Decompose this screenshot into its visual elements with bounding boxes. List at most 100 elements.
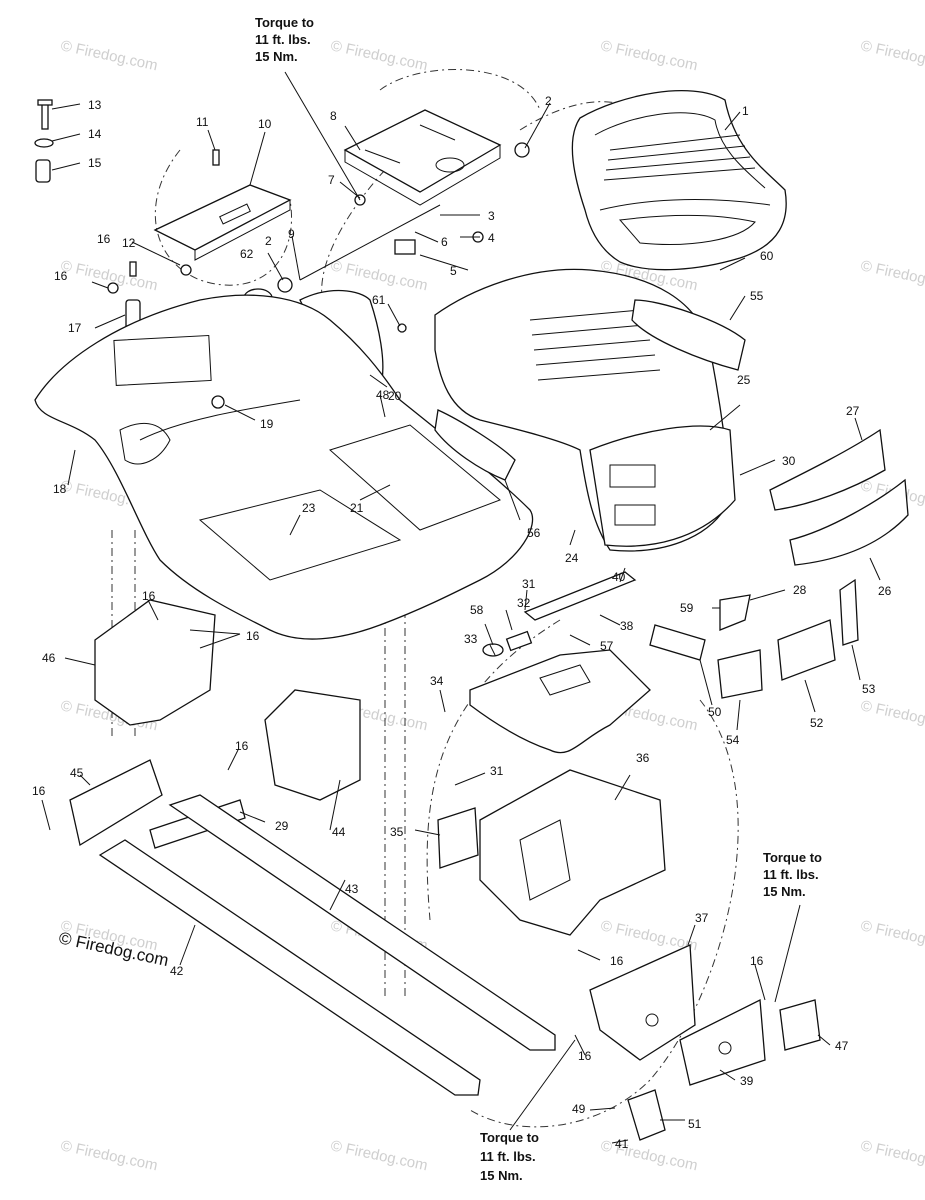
callout-label: 34 (430, 674, 444, 688)
callout-label: 5 (450, 264, 457, 278)
callout-label: 31 (522, 577, 536, 591)
callout-label: 26 (878, 584, 892, 598)
callout-label: 61 (372, 293, 386, 307)
callout-label: 12 (122, 236, 136, 250)
callout-label: 52 (810, 716, 824, 730)
callout-label: 13 (88, 98, 102, 112)
callout-label: 10 (258, 117, 272, 131)
callout-label: 24 (565, 551, 579, 565)
callout-label: 55 (750, 289, 764, 303)
bracket-part-38 (589, 944, 696, 1061)
callout-label: 60 (760, 249, 774, 263)
callout-label: 33 (464, 632, 478, 646)
torque-note-line: Torque to (480, 1130, 539, 1145)
callout-label: 16 (750, 954, 764, 968)
callout-label: 16 (235, 739, 249, 753)
callout-label: 11 (196, 115, 209, 129)
seat-plate-part-8 (343, 109, 502, 206)
callout-label: 20 (388, 389, 402, 403)
torque-note-top: Torque to 11 ft. lbs. 15 Nm. (255, 15, 314, 64)
watermark-text: © Firedog.com (59, 1137, 159, 1174)
hood-part-26 (434, 268, 736, 552)
watermark-text: © Firedog.com (859, 257, 925, 294)
bar-part-39 (523, 571, 637, 621)
callout-label: 58 (470, 603, 484, 617)
callout-label: 50 (708, 705, 722, 719)
callout-label: 17 (68, 321, 82, 335)
callout-label: 36 (636, 751, 650, 765)
frame-rail-part-44 (168, 794, 556, 1051)
callout-label: 16 (246, 629, 260, 643)
callout-label: 30 (782, 454, 796, 468)
watermark-text: © Firedog.com (859, 1137, 925, 1174)
callout-label: 35 (390, 825, 404, 839)
watermark-text: © Firedog.com (859, 37, 925, 74)
torque-note-right: Torque to 11 ft. lbs. 15 Nm. (763, 850, 822, 899)
torque-note-line: 11 ft. lbs. (763, 867, 819, 882)
callout-label: 16 (97, 232, 111, 246)
seat-bracket-part-10 (153, 184, 292, 261)
callout-label: 59 (680, 601, 694, 615)
torque-note-line: 11 ft. lbs. (255, 32, 311, 47)
callout-label: 38 (620, 619, 634, 633)
watermark-text: © Firedog.com (859, 917, 925, 954)
bin-part-45 (264, 689, 361, 801)
cover-part-52 (627, 1089, 666, 1141)
callout-label: 53 (862, 682, 876, 696)
callout-label: 21 (350, 501, 364, 515)
callout-label: 40 (612, 570, 626, 584)
callout-label: 31 (490, 764, 504, 778)
watermark-text: © Firedog.com (329, 1137, 429, 1174)
lens-part-56 (631, 299, 746, 371)
watermark-text: © Firedog.com (329, 257, 429, 294)
callout-label: 25 (737, 373, 751, 387)
callout-label: 16 (32, 784, 46, 798)
watermark-text: © Firedog.com (859, 697, 925, 734)
callout-label: 49 (572, 1102, 586, 1116)
callout-label: 29 (275, 819, 289, 833)
callout-label: 27 (846, 404, 860, 418)
callout-label: 39 (740, 1074, 754, 1088)
headlight-part-28 (769, 428, 886, 511)
callout-label: 23 (302, 501, 316, 515)
callout-label: 57 (600, 639, 614, 653)
callout-label: 37 (695, 911, 709, 925)
callout-label: 16 (54, 269, 68, 283)
torque-note-bottom: Torque to 11 ft. lbs. 15 Nm. (480, 1130, 539, 1183)
seat-part-1 (571, 90, 787, 271)
callout-label: 16 (142, 589, 156, 603)
bracket-part-29 (649, 594, 751, 661)
callout-label: 8 (330, 109, 337, 123)
callout-label: 19 (260, 417, 274, 431)
body-pan-part-19 (34, 294, 534, 640)
leader-lines (41, 71, 881, 1144)
callout-label: 43 (345, 882, 359, 896)
callout-label: 56 (527, 526, 541, 540)
bracket-part-54 (839, 578, 859, 646)
callout-label: 16 (610, 954, 624, 968)
callout-label: 47 (835, 1039, 849, 1053)
grille-part-53 (777, 619, 836, 681)
torque-note-line: 11 ft. lbs. (480, 1149, 536, 1164)
torque-note-line: Torque to (255, 15, 314, 30)
callout-label: 14 (88, 127, 102, 141)
callout-label: 45 (70, 766, 84, 780)
callout-label: 54 (726, 733, 740, 747)
callout-label: 6 (441, 235, 448, 249)
torque-note-line: 15 Nm. (255, 49, 298, 64)
callout-label: 2 (265, 234, 272, 248)
torque-note-line: 15 Nm. (480, 1168, 523, 1183)
callout-label: 2 (545, 94, 552, 108)
callout-label: 48 (376, 388, 390, 402)
callout-label: 16 (578, 1049, 592, 1063)
bracket-part-40 (679, 998, 766, 1086)
callout-label: 1 (742, 104, 749, 118)
callout-label: 62 (240, 247, 254, 261)
callout-label: 18 (53, 482, 67, 496)
callout-label: 9 (288, 227, 295, 241)
callout-label: 7 (328, 173, 335, 187)
torque-note-line: Torque to (763, 850, 822, 865)
watermark-text: © Firedog.com (59, 37, 159, 74)
callout-label: 41 (615, 1137, 629, 1151)
